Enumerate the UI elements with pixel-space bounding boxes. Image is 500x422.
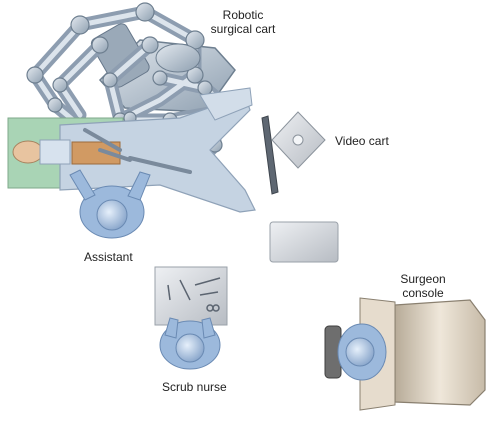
robotic-cart-label: Robotic surgical cart (203, 8, 283, 36)
assistant (69, 169, 151, 239)
side-table (269, 221, 339, 263)
video-cart (261, 111, 326, 195)
surgeon-console-label-line2: console (402, 286, 444, 300)
assistant-label: Assistant (84, 250, 133, 264)
surgeon-console (324, 297, 486, 411)
robotic-cart-label-line1: Robotic (222, 8, 264, 22)
robotic-cart-label-line2: surgical cart (210, 22, 276, 36)
robotic-instruments (83, 128, 192, 174)
scrub-nurse-label: Scrub nurse (162, 380, 227, 394)
surgeon-console-label-line1: Surgeon (400, 272, 446, 286)
patient (12, 139, 121, 165)
video-cart-label: Video cart (335, 134, 389, 148)
scrub-nurse-station (154, 266, 228, 370)
surgeon-console-label: Surgeon console (388, 272, 458, 300)
